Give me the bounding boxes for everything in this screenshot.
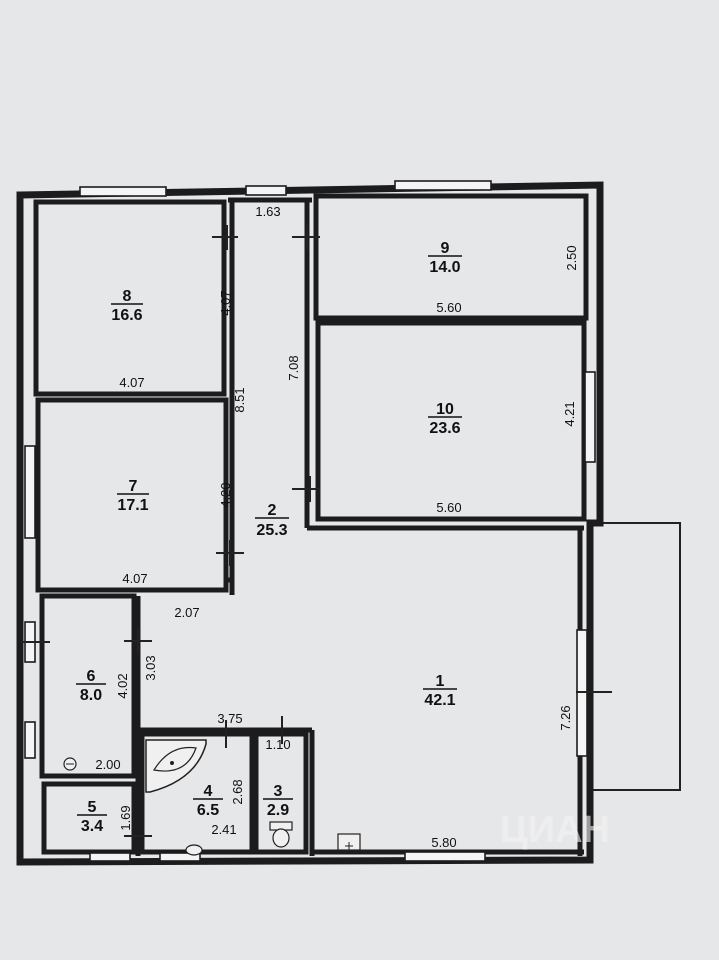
watermark: ЦИАН — [500, 809, 610, 851]
room-8-number: 8 — [123, 288, 132, 305]
dim-r1-top-width: 3.75 — [217, 711, 242, 726]
room-5-number: 5 — [88, 799, 97, 816]
room-9-label: 9 14.0 — [428, 240, 462, 276]
room-10-walls — [315, 320, 587, 522]
boiler-icon — [63, 757, 77, 771]
dim-r1-width: 5.80 — [431, 835, 456, 850]
room-1-area: 42.1 — [424, 692, 455, 709]
room-5-walls — [41, 781, 137, 855]
room-3-number: 3 — [274, 783, 283, 800]
dim-r6-height-outer: 3.03 — [143, 655, 158, 680]
dim-r9-width: 5.60 — [436, 300, 461, 315]
dim-hall-right-length: 7.08 — [286, 355, 301, 380]
window-room7 — [24, 445, 36, 539]
washbasin-icon — [185, 844, 203, 856]
room-6-area: 8.0 — [80, 687, 102, 704]
dim-r1-height: 7.26 — [558, 705, 573, 730]
room-6-walls — [39, 593, 137, 779]
room-10-number: 10 — [436, 401, 454, 418]
dim-r4-height: 2.68 — [230, 779, 245, 804]
dim-r8-height: 4.07 — [218, 290, 233, 315]
room-2-label: 2 25.3 — [255, 502, 289, 539]
room-1-number: 1 — [436, 673, 445, 690]
room-9-number: 9 — [441, 240, 450, 257]
dim-hall-length: 8.51 — [232, 387, 247, 412]
room-5-label: 5 3.4 — [77, 799, 107, 835]
dim-hall-top-width: 1.63 — [255, 204, 280, 219]
window-room6-bottom — [24, 721, 36, 759]
room-9-walls — [313, 193, 589, 321]
dim-r9-height: 2.50 — [564, 245, 579, 270]
dim-r4-width: 2.41 — [211, 822, 236, 837]
room-7-walls — [35, 397, 229, 593]
room-8-label: 8 16.6 — [111, 288, 143, 324]
room-6-label: 6 8.0 — [76, 668, 106, 704]
exterior-wall — [16, 181, 604, 866]
dim-r5-height: 1.69 — [118, 805, 133, 830]
room-4-number: 4 — [204, 783, 213, 800]
dim-r7-width: 4.07 — [122, 571, 147, 586]
toilet-icon — [269, 821, 293, 848]
dim-r7-height: 4.20 — [218, 482, 233, 507]
window-room9 — [394, 180, 492, 191]
room-1-label: 1 42.1 — [423, 673, 457, 709]
window-room5 — [89, 852, 131, 862]
window-room4 — [159, 852, 201, 862]
window-room8 — [79, 186, 167, 197]
dim-r10-height: 4.21 — [562, 401, 577, 426]
dim-hall-bottom-width: 2.07 — [174, 605, 199, 620]
room-4-area: 6.5 — [197, 802, 219, 819]
room-8-walls — [33, 199, 227, 397]
room-5-area: 3.4 — [81, 818, 103, 835]
sink-icon — [337, 833, 361, 851]
room-9-area: 14.0 — [429, 259, 460, 276]
window-hall — [245, 185, 287, 196]
room-2-number: 2 — [268, 502, 277, 519]
room-10-label: 10 23.6 — [428, 401, 462, 437]
dim-r3-width: 1.10 — [265, 737, 290, 752]
window-room10 — [584, 371, 596, 463]
room-7-number: 7 — [129, 478, 138, 495]
dim-r6-width: 2.00 — [95, 757, 120, 772]
terrace-outline — [590, 522, 681, 791]
dim-r10-width: 5.60 — [436, 500, 461, 515]
room-3-label: 3 2.9 — [263, 783, 293, 819]
dim-r6-height-inner: 4.02 — [115, 673, 130, 698]
room-2-area: 25.3 — [256, 522, 287, 539]
room-8-area: 16.6 — [111, 307, 142, 324]
window-room1-bottom — [404, 851, 486, 862]
room-10-area: 23.6 — [429, 420, 460, 437]
room-7-area: 17.1 — [117, 497, 148, 514]
dim-r8-width: 4.07 — [119, 375, 144, 390]
room-3-area: 2.9 — [267, 802, 289, 819]
room-7-label: 7 17.1 — [117, 478, 149, 514]
room-4-label: 4 6.5 — [193, 783, 223, 819]
room-6-number: 6 — [87, 668, 96, 685]
bathtub-icon — [145, 739, 207, 793]
